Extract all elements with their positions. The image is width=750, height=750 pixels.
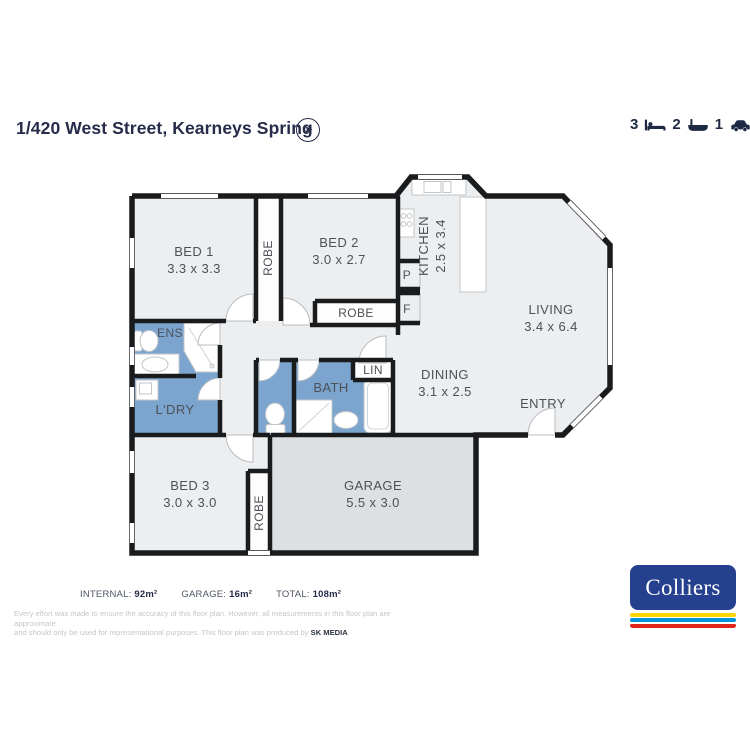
room-label-linen: LIN — [363, 363, 383, 377]
colliers-logo: Colliers — [630, 565, 736, 628]
room-label-bed3: BED 3 3.0 x 3.0 — [163, 478, 217, 510]
robe2-floor — [315, 301, 398, 325]
floorplan: BED 1 3.3 x 3.3 ROBE BED 2 3.0 x 2.7 ROB… — [128, 173, 620, 561]
robe3-floor — [248, 471, 270, 553]
logo-wordmark: Colliers — [645, 574, 721, 600]
wc-fixtures — [265, 402, 286, 434]
room-label-garage: GARAGE 5.5 x 3.0 — [343, 478, 403, 510]
property-stats: 3 2 1 — [630, 116, 750, 133]
garage-floor — [270, 435, 476, 553]
room-label-bed2: BED 2 3.0 x 2.7 — [312, 235, 366, 267]
linen-floor — [353, 360, 393, 380]
logo-stripe-red — [630, 623, 736, 628]
logo-stripe-cyan — [630, 618, 736, 623]
area-summary: INTERNAL:92m² GARAGE:16m² TOTAL:108m² — [80, 589, 341, 600]
robe1-floor — [256, 196, 281, 321]
page-title: 1/420 West Street, Kearneys Spring — [16, 118, 313, 138]
baths-count: 2 — [672, 116, 681, 133]
door-arcs — [197, 293, 556, 463]
room-label-kitchen: KITCHEN 2.5 x 3.4 — [416, 216, 448, 276]
windows — [129, 174, 613, 556]
producer-name: SK MEDIA — [310, 628, 348, 638]
compass-icon: ➤ — [296, 118, 320, 142]
room-label-dining: DINING 3.1 x 2.5 — [418, 367, 472, 399]
kitchen-fixtures — [397, 178, 487, 323]
garage-area: GARAGE:16m² — [181, 589, 253, 600]
room-label-robe1: ROBE — [261, 240, 275, 276]
room-label-entry: ENTRY — [520, 396, 566, 411]
room-label-robe3: ROBE — [252, 495, 266, 531]
total-area: TOTAL:108m² — [276, 589, 342, 600]
disclaimer-line2: and should only be used for representati… — [14, 628, 348, 638]
floorplan-drawing — [129, 174, 613, 556]
room-label-fridge: F — [403, 302, 411, 316]
bath-icon — [687, 118, 708, 131]
laundry-fixtures — [135, 379, 159, 401]
cars-count: 1 — [714, 116, 724, 133]
room-label-pantry: P — [402, 268, 412, 282]
room-label-robe2: ROBE — [338, 306, 374, 320]
car-icon — [731, 119, 750, 131]
logo-box: Colliers — [630, 565, 736, 610]
room-label-ens: ENS — [157, 326, 183, 340]
beds-count: 3 — [630, 116, 639, 133]
bed-icon — [645, 119, 666, 130]
room-label-bed1: BED 1 3.3 x 3.3 — [167, 244, 221, 276]
room-label-laundry: L'DRY — [155, 402, 195, 417]
disclaimer-line1: Every effort was made to ensure the accu… — [14, 609, 391, 628]
logo-stripe-yellow — [630, 612, 736, 617]
walls — [129, 174, 613, 556]
ensuite-fixtures — [132, 322, 219, 376]
room-label-living: LIVING 3.4 x 6.4 — [524, 302, 578, 334]
disclaimer: Every effort was made to ensure the accu… — [14, 609, 434, 638]
internal-area: INTERNAL:92m² — [80, 589, 158, 600]
room-label-bath: BATH — [313, 380, 349, 395]
